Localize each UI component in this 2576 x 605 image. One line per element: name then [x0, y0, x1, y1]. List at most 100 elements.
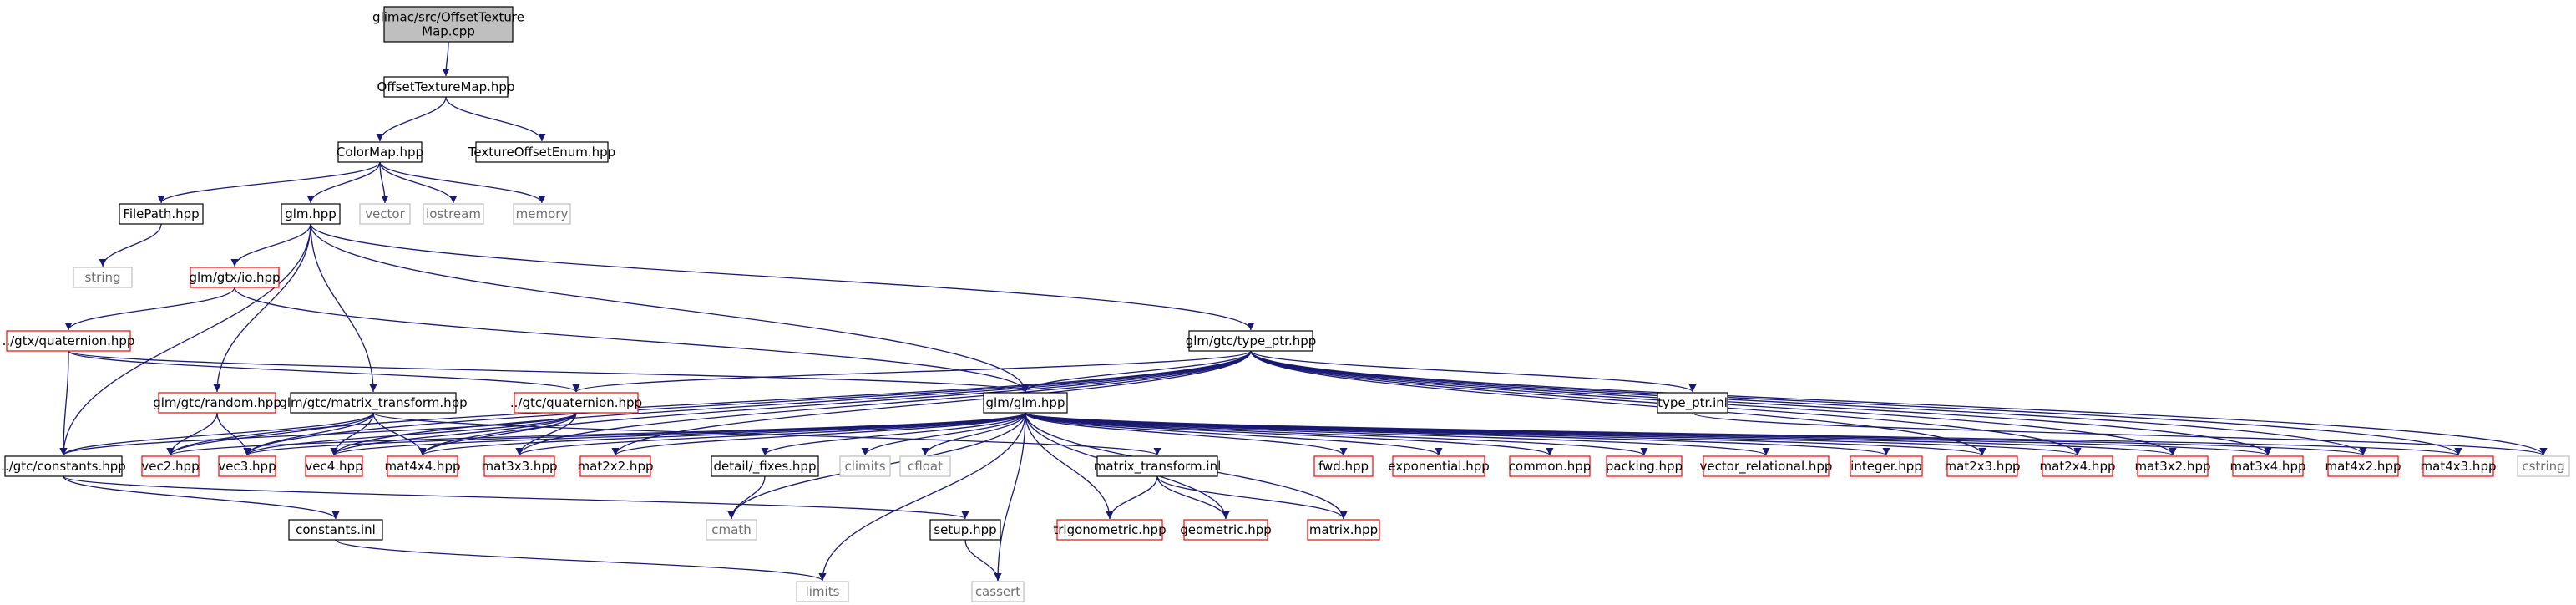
dependency-edge-glmglm-to-common	[1025, 412, 1554, 456]
node-mat2x2[interactable]: mat2x2.hpp	[578, 455, 654, 477]
node-glm[interactable]: glm.hpp	[281, 203, 341, 225]
node-constantsinl[interactable]: constants.inl	[288, 519, 383, 541]
dependency-edge-constants-to-setup	[63, 475, 969, 520]
node-vecrel[interactable]: vector_relational.hpp	[1700, 455, 1833, 477]
node-exponential[interactable]: exponential.hpp	[1388, 455, 1490, 477]
node-constants[interactable]: ../gtc/constants.hpp	[1, 455, 126, 477]
dependency-edge-gtcquat-to-mat4x4	[418, 412, 577, 456]
node-climits: climits	[839, 455, 891, 477]
node-colormap[interactable]: ColorMap.hpp	[337, 141, 423, 163]
node-box-mat3x3	[483, 455, 555, 477]
node-box-mat3x4	[2232, 455, 2304, 477]
node-mat4x3[interactable]: mat4x3.hpp	[2421, 455, 2497, 477]
node-limits: limits	[796, 581, 849, 602]
dependency-edge-glm-to-constants	[59, 223, 311, 456]
node-label-mat4x2: mat4x2.hpp	[2325, 459, 2401, 474]
dependency-edge-gtxio-to-glmglm	[234, 287, 1030, 393]
node-mat4x2[interactable]: mat4x2.hpp	[2325, 455, 2401, 477]
node-gtcrandom[interactable]: glm/gtc/random.hpp	[153, 392, 281, 414]
node-mat2x4[interactable]: mat2x4.hpp	[2040, 455, 2116, 477]
node-vec2[interactable]: vec2.hpp	[141, 455, 200, 477]
node-label-vec3: vec3.hpp	[218, 459, 276, 474]
node-fwd[interactable]: fwd.hpp	[1313, 455, 1374, 477]
dependency-edge-glmglm-to-fixes	[761, 412, 1026, 456]
dependency-edge-glm-to-glmglm	[310, 223, 1030, 393]
dependency-edge-glmglm-to-mat4x3	[1025, 412, 2462, 456]
node-box-cmath	[706, 519, 757, 541]
node-otm[interactable]: OffsetTextureMap.hpp	[377, 76, 515, 98]
node-label-gtcrandom: glm/gtc/random.hpp	[153, 395, 281, 410]
node-label-mat4x3: mat4x3.hpp	[2421, 459, 2497, 474]
node-iostream: iostream	[423, 203, 484, 225]
node-mat3x3[interactable]: mat3x3.hpp	[482, 455, 558, 477]
dependency-edge-glmglm-to-limits	[818, 412, 1026, 582]
node-setup[interactable]: setup.hpp	[929, 519, 1001, 541]
node-box-glmglm	[983, 392, 1068, 414]
node-label-typeptr: glm/gtc/type_ptr.hpp	[1186, 333, 1317, 349]
edge-layer	[59, 41, 2548, 582]
node-label-colormap: ColorMap.hpp	[337, 145, 423, 160]
node-gtcmt[interactable]: glm/gtc/matrix_transform.hpp	[279, 392, 468, 414]
node-label-cstring: cstring	[2522, 459, 2564, 474]
dependency-edge-gtxquat-to-constants	[59, 350, 69, 456]
node-gtxquat[interactable]: ../gtx/quaternion.hpp	[3, 330, 135, 352]
node-box-mat4x3	[2422, 455, 2494, 477]
node-trig[interactable]: trigonometric.hpp	[1053, 519, 1167, 541]
node-typeptrinl[interactable]: type_ptr.inl	[1657, 392, 1728, 414]
node-geometric[interactable]: geometric.hpp	[1180, 519, 1272, 541]
node-box-vecrel	[1703, 455, 1830, 477]
node-typeptr[interactable]: glm/gtc/type_ptr.hpp	[1186, 330, 1317, 352]
node-label-typeptrinl: type_ptr.inl	[1657, 395, 1728, 411]
dependency-edge-glmglm-to-cfloat	[921, 412, 1026, 456]
node-mat4x4[interactable]: mat4x4.hpp	[385, 455, 461, 477]
node-integer[interactable]: integer.hpp	[1850, 455, 1923, 477]
node-gtcquat[interactable]: ../gtc/quaternion.hpp	[510, 392, 642, 414]
node-filepath[interactable]: FilePath.hpp	[119, 203, 204, 225]
node-packing[interactable]: packing.hpp	[1606, 455, 1683, 477]
node-vec4[interactable]: vec4.hpp	[305, 455, 363, 477]
node-box-cassert	[971, 581, 1025, 602]
node-mat2x3[interactable]: mat2x3.hpp	[1945, 455, 2021, 477]
node-label-cassert: cassert	[975, 584, 1020, 599]
node-box-packing	[1606, 455, 1683, 477]
node-box-mat2x2	[579, 455, 651, 477]
dependency-edge-typeptr-to-mat2x3	[1250, 350, 1986, 456]
node-label-vec4: vec4.hpp	[305, 459, 362, 474]
node-glmglm[interactable]: glm/glm.hpp	[983, 392, 1068, 414]
node-box-toe	[475, 141, 609, 163]
node-cassert: cassert	[971, 581, 1025, 602]
node-box-memory	[513, 203, 571, 225]
dependency-edge-glmglm-to-trig	[1025, 412, 1114, 520]
node-box-vec3	[218, 455, 276, 477]
node-label-matrix: matrix.hpp	[1309, 522, 1378, 537]
dependency-edge-otm-to-toe	[445, 96, 546, 142]
node-gtxio[interactable]: glm/gtx/io.hpp	[189, 267, 281, 288]
node-label-common: common.hpp	[1509, 459, 1592, 474]
node-string: string	[73, 267, 133, 288]
node-box-constants	[4, 455, 123, 477]
node-label-gtxquat: ../gtx/quaternion.hpp	[3, 333, 135, 348]
node-box-climits	[839, 455, 891, 477]
node-matrix[interactable]: matrix.hpp	[1307, 519, 1380, 541]
dependency-edge-constants-to-constantsinl	[63, 475, 340, 520]
node-label-cmath: cmath	[711, 522, 751, 537]
dependency-edge-otm-to-colormap	[376, 96, 447, 142]
node-common[interactable]: common.hpp	[1509, 455, 1592, 477]
node-box-mat3x2	[2137, 455, 2209, 477]
node-box-vector	[359, 203, 411, 225]
node-label-mat2x3: mat2x3.hpp	[1945, 459, 2021, 474]
node-fixes[interactable]: detail/_fixes.hpp	[711, 455, 819, 477]
dependency-edge-constantsinl-to-limits	[335, 539, 827, 582]
node-vec3[interactable]: vec3.hpp	[218, 455, 276, 477]
node-toe[interactable]: TextureOffsetEnum.hpp	[468, 141, 615, 163]
node-label-mtinl: matrix_transform.inl	[1094, 459, 1222, 475]
node-box-mat4x2	[2327, 455, 2399, 477]
node-label-glmglm: glm/glm.hpp	[986, 395, 1065, 410]
node-mat3x2[interactable]: mat3x2.hpp	[2135, 455, 2211, 477]
node-mat3x4[interactable]: mat3x4.hpp	[2230, 455, 2306, 477]
node-mtinl[interactable]: matrix_transform.inl	[1094, 455, 1222, 477]
node-root[interactable]: glimac/src/OffsetTextureMap.cpp	[372, 6, 524, 43]
dependency-edge-root-to-otm	[442, 41, 450, 77]
node-label-iostream: iostream	[426, 206, 481, 221]
